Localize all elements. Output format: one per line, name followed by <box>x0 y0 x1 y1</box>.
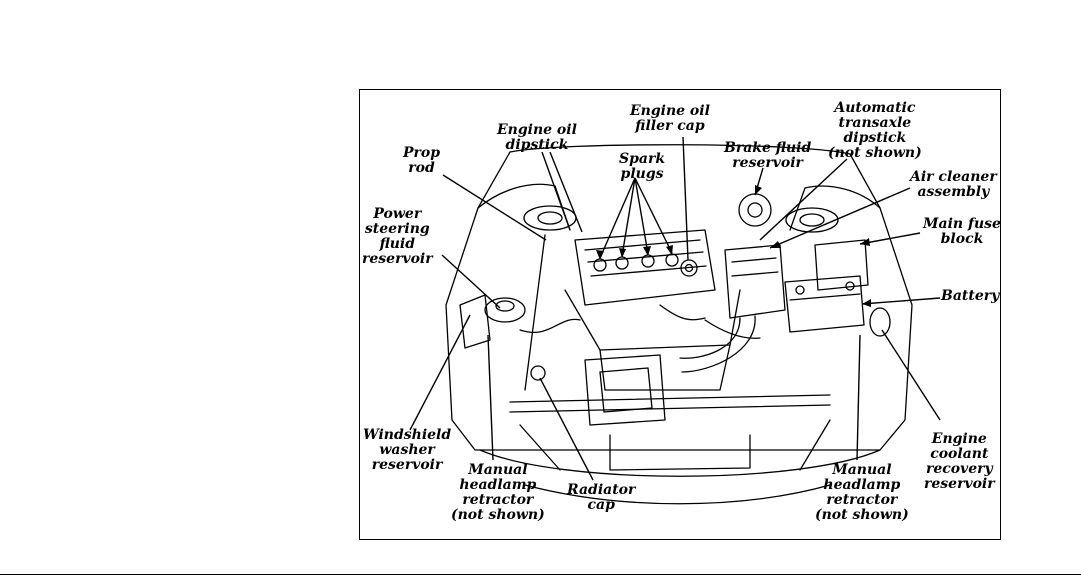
oil-filler-cap-shape <box>680 259 698 277</box>
leader-engine-oil-dipstick-2 <box>549 151 583 233</box>
engine-block <box>564 289 741 351</box>
radiator-support <box>509 394 831 413</box>
label-main-fuse-block: Main fuse block <box>923 216 1001 247</box>
prop-rod-shape <box>524 234 546 391</box>
spark-plug-4 <box>665 253 679 267</box>
leader-manual-headlamp-left <box>487 334 494 461</box>
arrowhead-brake <box>755 185 762 195</box>
label-manual-headlamp-retractor-right: Manual headlamp retractor (not shown) <box>815 462 909 523</box>
leader-engine-oil-dipstick <box>541 151 571 231</box>
leader-engine-coolant <box>881 329 941 421</box>
label-engine-oil-dipstick: Engine oil dipstick <box>497 122 577 153</box>
leader-radiator-cap <box>539 377 594 481</box>
leader-battery <box>861 297 941 305</box>
label-prop-rod: Prop rod <box>403 145 441 176</box>
leader-air-cleaner <box>769 187 911 249</box>
label-battery: Battery <box>941 288 1000 304</box>
arrowhead-air-cleaner <box>770 241 781 248</box>
coolant-recovery-shape <box>869 307 891 337</box>
page-bottom-rule <box>0 574 1081 578</box>
leader-spark-plug-3 <box>634 177 649 255</box>
air-cleaner-shape <box>724 244 786 319</box>
label-spark-plugs: Spark plugs <box>619 151 666 182</box>
arrowhead-spark-2 <box>619 248 626 258</box>
arrowhead-fuse <box>860 238 870 246</box>
front-bumper <box>479 449 881 477</box>
battery-shape <box>784 275 865 333</box>
engine-compartment-diagram: Engine oil filler cap Automatic transaxl… <box>359 89 1001 540</box>
label-air-cleaner-assembly: Air cleaner assembly <box>910 169 997 200</box>
label-power-steering-fluid-reservoir: Power steering fluid reservoir <box>362 206 433 267</box>
leader-transaxle-dipstick <box>759 158 848 241</box>
hood-outline <box>445 144 913 451</box>
label-radiator-cap: Radiator cap <box>567 482 636 513</box>
washer-reservoir-shape <box>459 294 491 349</box>
leader-prop-rod <box>442 174 547 241</box>
fuse-block-shape <box>814 239 869 291</box>
engine-illustration <box>409 136 941 505</box>
leader-manual-headlamp-right <box>856 334 861 461</box>
leader-power-steering <box>441 254 501 309</box>
air-intake-duct <box>584 354 666 426</box>
label-automatic-transaxle-dipstick: Automatic transaxle dipstick (not shown) <box>828 100 922 161</box>
label-engine-coolant-recovery-reservoir: Engine coolant recovery reservoir <box>924 431 995 492</box>
brake-booster <box>738 193 772 227</box>
label-engine-oil-filler-cap: Engine oil filler cap <box>630 103 710 134</box>
leader-spark-plug-1 <box>599 177 636 259</box>
power-steering-reservoir-shape <box>484 297 526 323</box>
arrowhead-spark-1 <box>596 250 604 260</box>
leader-oil-filler-cap <box>682 136 689 261</box>
label-manual-headlamp-retractor-left: Manual headlamp retractor (not shown) <box>451 462 545 523</box>
leader-spark-plug-2 <box>621 177 636 257</box>
leader-windshield-washer <box>409 314 471 431</box>
leader-main-fuse-block <box>859 232 921 245</box>
arrowhead-spark-4 <box>666 245 673 255</box>
label-windshield-washer-reservoir: Windshield washer reservoir <box>363 427 452 473</box>
arrowhead-battery <box>862 299 871 307</box>
radiator-cap-shape <box>530 365 546 381</box>
label-brake-fluid-reservoir: Brake fluid reservoir <box>724 140 812 171</box>
leader-spark-plug-4 <box>634 177 673 254</box>
arrowhead-spark-3 <box>643 246 651 256</box>
strut-tower-right <box>785 207 839 233</box>
fender-right <box>789 185 881 231</box>
